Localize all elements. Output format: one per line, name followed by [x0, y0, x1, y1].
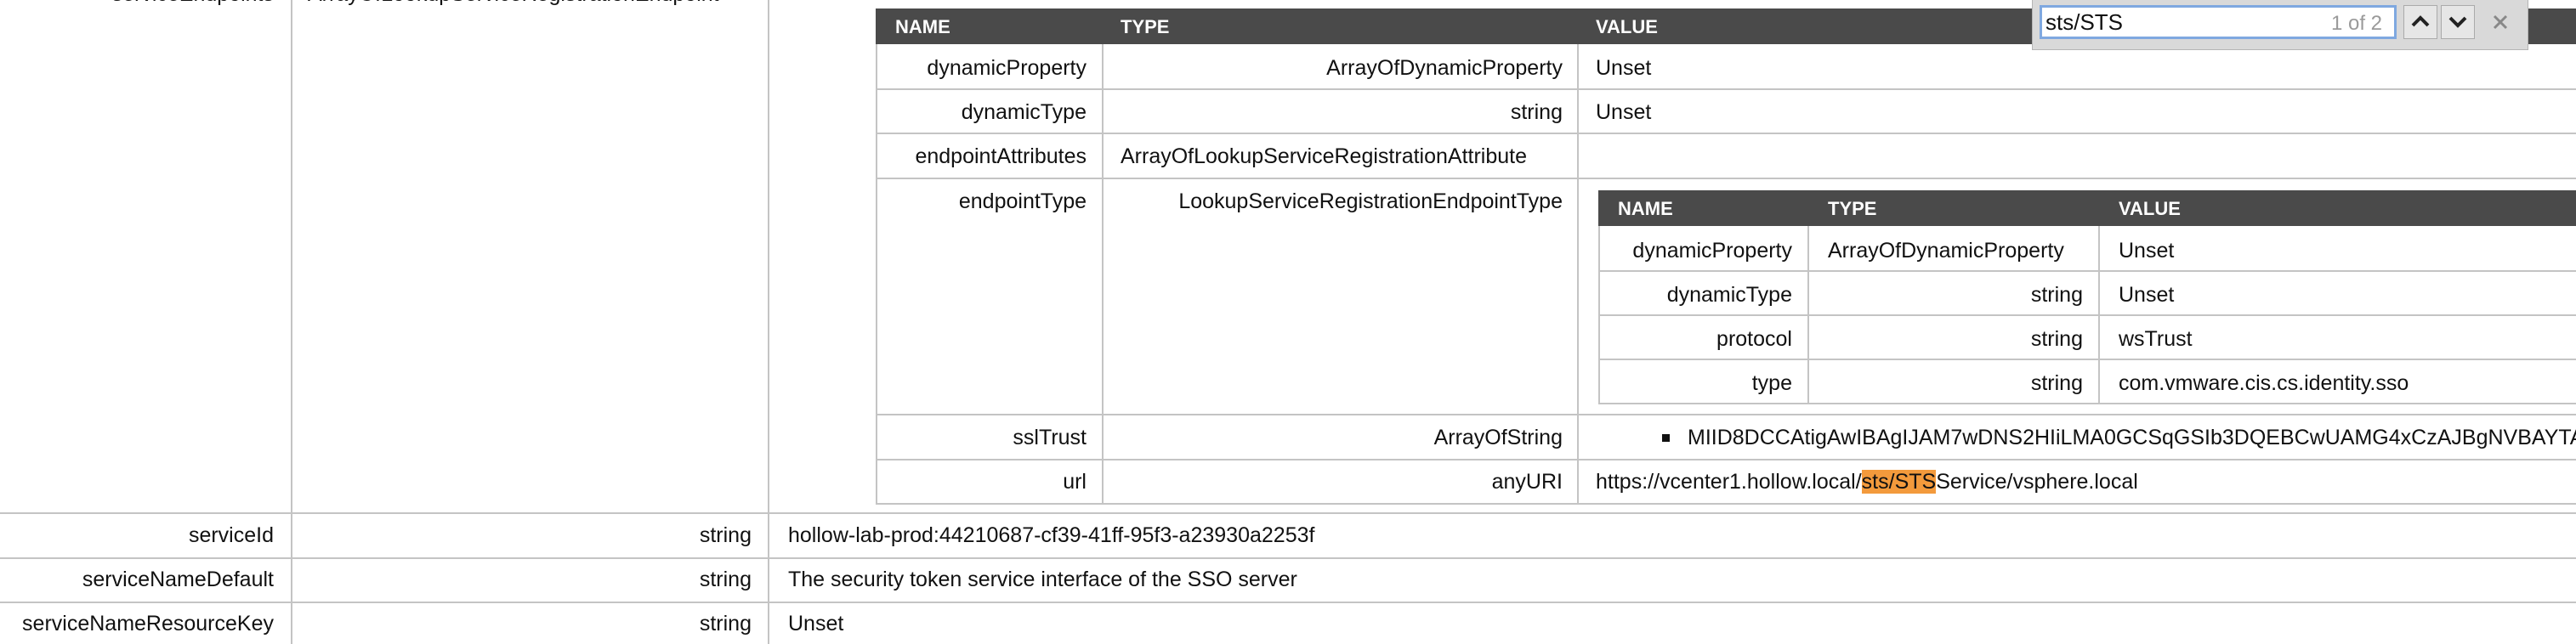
chevron-up-icon	[2411, 15, 2430, 27]
row-name: dynamicProperty	[927, 56, 1087, 80]
row-value: MIID8DCCAtigAwIBAgIJAM7wDNS2HIiLMA0GCSqG…	[1688, 426, 2576, 449]
header-value: VALUE	[2119, 198, 2181, 219]
row-value: Unset	[2119, 283, 2175, 307]
row-value: hollow-lab-prod:44210687-cf39-41ff-95f3-…	[788, 523, 1315, 547]
outer-row-name-partial: serviceEndpoints	[0, 0, 274, 7]
row-type: string	[2030, 371, 2083, 395]
row-value: Unset	[1596, 100, 1652, 124]
outer-row-divider	[0, 602, 2576, 603]
grid-line	[876, 503, 2576, 505]
chevron-down-icon	[2448, 16, 2467, 28]
bullet-icon	[1662, 434, 1670, 442]
outer-row-divider	[0, 512, 2576, 514]
find-close-button[interactable]	[2483, 5, 2517, 39]
header-name: NAME	[895, 16, 950, 37]
outer-row-divider	[0, 557, 2576, 559]
grid-line	[1102, 44, 1104, 504]
row-type: string	[699, 568, 752, 591]
row-type: anyURI	[1491, 470, 1563, 494]
outer-row-type-partial: ArrayOfLookupServiceRegistrationEndpoint	[308, 0, 719, 7]
row-type: LookupServiceRegistrationEndpointType	[1178, 189, 1563, 213]
find-input[interactable]: sts/STS 1 of 2	[2040, 5, 2397, 39]
find-match-highlight: sts/STS	[1861, 470, 1937, 494]
row-value: com.vmware.cis.cs.identity.sso	[2119, 371, 2409, 395]
row-value: The security token service interface of …	[788, 568, 1297, 591]
row-name: endpointAttributes	[915, 144, 1087, 168]
row-name: type	[1751, 371, 1792, 395]
row-name: serviceId	[188, 523, 274, 547]
row-name: dynamicProperty	[1632, 239, 1792, 263]
header-type: TYPE	[1828, 198, 1877, 219]
row-type: string	[699, 523, 752, 547]
grid-line	[876, 44, 877, 504]
header-name: NAME	[1618, 198, 1673, 219]
row-name: endpointType	[958, 189, 1087, 213]
header-type: TYPE	[1121, 16, 1170, 37]
row-type: ArrayOfLookupServiceRegistrationAttribut…	[1121, 144, 1528, 168]
grid-line	[876, 88, 2576, 90]
row-name: serviceNameDefault	[82, 568, 274, 591]
row-type: string	[2030, 327, 2083, 351]
table-header	[1598, 190, 2576, 226]
row-type: ArrayOfDynamicProperty	[1828, 239, 2064, 263]
row-value: Unset	[1596, 56, 1652, 80]
close-icon	[2493, 14, 2508, 30]
outer-col-divider	[291, 0, 292, 644]
grid-line	[1598, 359, 2576, 360]
grid-line	[1598, 270, 2576, 272]
grid-line	[876, 414, 2576, 415]
row-type: ArrayOfDynamicProperty	[1326, 56, 1563, 80]
grid-line	[1577, 44, 1579, 504]
grid-line	[1598, 403, 2576, 404]
grid-line	[1598, 314, 2576, 316]
url-prefix: https://vcenter1.hollow.local/	[1596, 470, 1862, 494]
row-name: sslTrust	[1013, 426, 1087, 449]
row-name: url	[1063, 470, 1087, 494]
find-match-count: 1 of 2	[2330, 12, 2382, 35]
grid-line	[876, 133, 2576, 134]
outer-col-divider	[768, 0, 769, 644]
row-name: dynamicType	[1666, 283, 1792, 307]
row-type: string	[2030, 283, 2083, 307]
url-value[interactable]: https://vcenter1.hollow.local/sts/STSSer…	[1596, 469, 2138, 494]
row-value: Unset	[788, 612, 844, 636]
row-type: string	[1510, 100, 1563, 124]
header-value: VALUE	[1596, 16, 1658, 37]
row-name: protocol	[1716, 327, 1792, 351]
row-type: ArrayOfString	[1433, 426, 1563, 449]
url-suffix: Service/vsphere.local	[1936, 470, 2138, 494]
find-query: sts/STS	[2045, 9, 2124, 35]
row-name: dynamicType	[961, 100, 1087, 124]
find-bar: sts/STS 1 of 2	[2032, 0, 2528, 50]
row-value: Unset	[2119, 239, 2175, 263]
grid-line	[876, 459, 2576, 460]
find-previous-button[interactable]	[2403, 5, 2437, 39]
row-name: serviceNameResourceKey	[22, 612, 274, 636]
grid-line	[876, 178, 2576, 179]
find-next-button[interactable]	[2441, 5, 2475, 39]
row-value: wsTrust	[2119, 327, 2193, 351]
row-type: string	[699, 612, 752, 636]
